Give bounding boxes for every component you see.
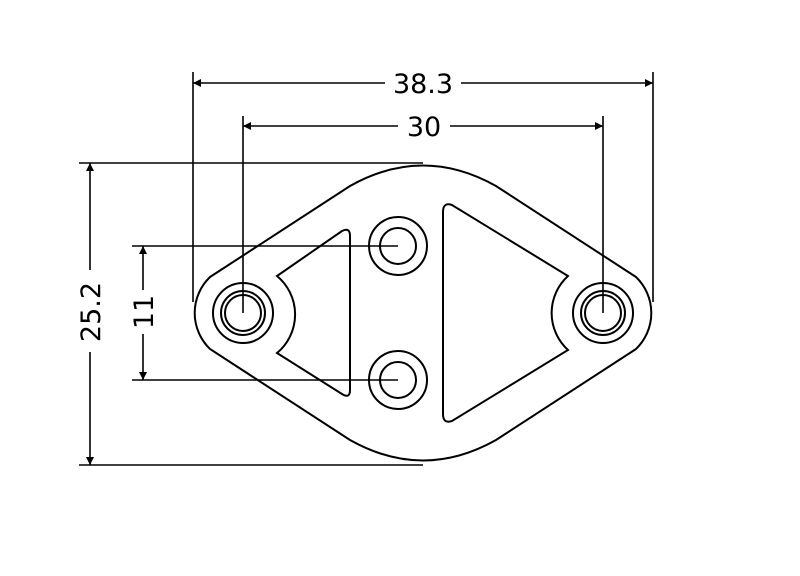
dim-label-small-hole-spacing: 11 — [129, 295, 160, 329]
dimension-overall-height: 25.2 — [76, 162, 423, 466]
dimension-hole-spacing: 30 — [242, 112, 604, 313]
plate-outline — [193, 164, 653, 462]
dim-label-overall-height: 25.2 — [76, 282, 107, 342]
left-triangle-cutout — [275, 228, 351, 397]
dim-label-hole-spacing: 30 — [407, 112, 441, 143]
dimension-overall-width: 38.3 — [192, 69, 654, 302]
right-triangle-cutout — [442, 203, 570, 423]
dim-label-overall-width: 38.3 — [393, 69, 453, 100]
dimension-small-hole-spacing: 11 — [129, 245, 398, 381]
plate — [193, 164, 653, 462]
